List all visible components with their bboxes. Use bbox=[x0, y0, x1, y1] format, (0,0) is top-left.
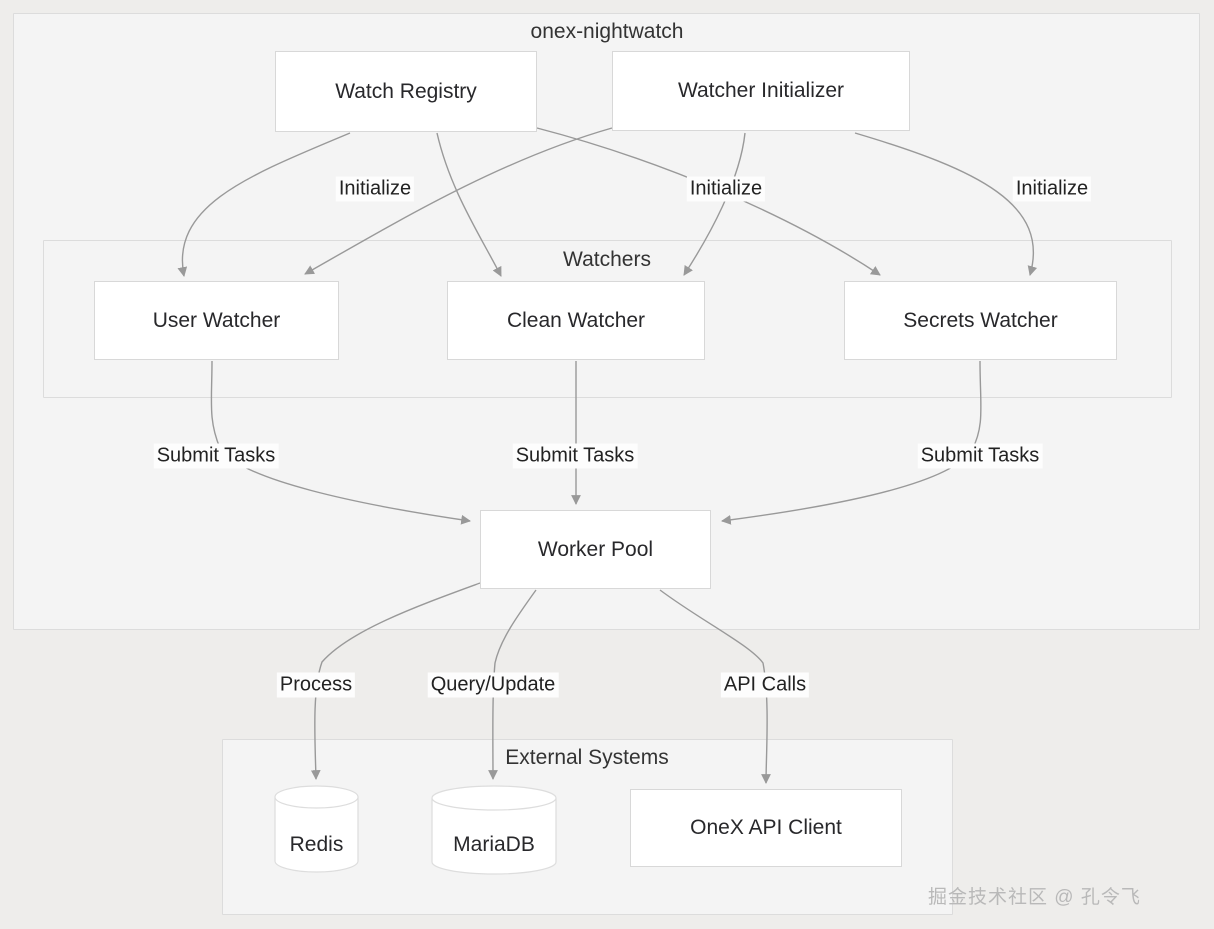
edge-label-submit-tasks-right: Submit Tasks bbox=[917, 443, 1043, 469]
watermark: 掘金技术社区 @ 孔令飞 bbox=[928, 887, 1141, 908]
cylinder-shape-mariadb bbox=[431, 785, 557, 875]
cluster-title-watchers: Watchers bbox=[563, 248, 651, 271]
edge-label-process: Process bbox=[276, 672, 356, 698]
node-redis[interactable]: Redis bbox=[274, 785, 359, 873]
node-label-mariadb: MariaDB bbox=[453, 833, 535, 856]
node-secrets-watcher[interactable]: Secrets Watcher bbox=[844, 281, 1117, 360]
node-worker-pool[interactable]: Worker Pool bbox=[480, 510, 711, 589]
node-label-worker-pool: Worker Pool bbox=[537, 537, 654, 561]
node-mariadb[interactable]: MariaDB bbox=[431, 785, 557, 875]
edge-label-submit-tasks-left: Submit Tasks bbox=[153, 443, 279, 469]
edge-label-api-calls: API Calls bbox=[720, 672, 810, 698]
edge-label-initialize-left: Initialize bbox=[335, 176, 415, 202]
edge-label-query-update: Query/Update bbox=[427, 672, 559, 698]
node-watcher-initializer[interactable]: Watcher Initializer bbox=[612, 51, 910, 131]
edge-label-initialize-right: Initialize bbox=[1012, 176, 1092, 202]
cluster-title-onex-nightwatch: onex-nightwatch bbox=[530, 20, 684, 43]
node-label-watcher-initializer: Watcher Initializer bbox=[677, 79, 845, 102]
node-label-redis: Redis bbox=[289, 833, 344, 856]
cylinder-shape-redis bbox=[274, 785, 359, 873]
node-label-secrets-watcher: Secrets Watcher bbox=[903, 308, 1058, 332]
node-onex-api-client[interactable]: OneX API Client bbox=[630, 789, 902, 867]
edge-label-submit-tasks-middle: Submit Tasks bbox=[512, 443, 638, 469]
node-watch-registry[interactable]: Watch Registry bbox=[275, 51, 537, 132]
node-clean-watcher[interactable]: Clean Watcher bbox=[447, 281, 705, 360]
cluster-title-external-systems: External Systems bbox=[505, 746, 669, 769]
node-label-onex-api-client: OneX API Client bbox=[690, 816, 842, 839]
node-user-watcher[interactable]: User Watcher bbox=[94, 281, 339, 360]
node-label-watch-registry: Watch Registry bbox=[335, 79, 477, 103]
node-label-clean-watcher: Clean Watcher bbox=[506, 308, 646, 332]
edge-label-initialize-middle: Initialize bbox=[686, 176, 766, 202]
node-label-user-watcher: User Watcher bbox=[152, 308, 281, 332]
